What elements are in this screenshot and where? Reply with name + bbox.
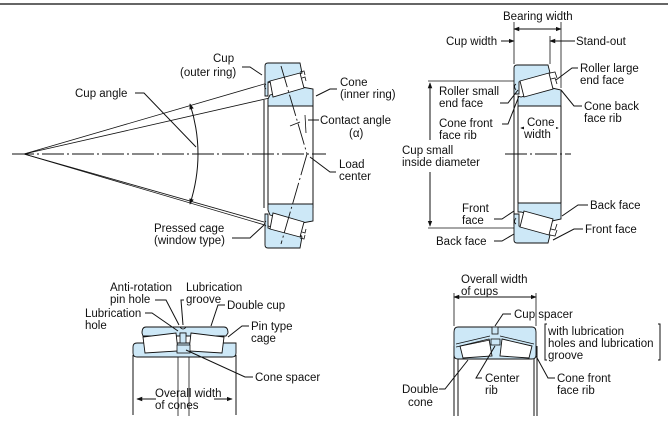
cup-upper	[264, 62, 303, 97]
label-cone-front-face-rib-2-sub: face rib	[557, 385, 595, 397]
roller-right-2	[499, 338, 533, 359]
roller-lower	[269, 212, 305, 238]
panel-single-row: Cup (outer ring) Cup angle Cone (inner r…	[12, 53, 396, 249]
cup-lower	[264, 213, 303, 249]
lubrication-groove-shape	[179, 326, 187, 330]
label-cup-sub: (outer ring)	[180, 67, 236, 79]
cone-lower-2	[517, 202, 562, 222]
label-cone-width: Cone	[527, 117, 555, 129]
label-roller-large-end: Roller large	[580, 63, 639, 75]
label-lub-groove-sub: groove	[186, 294, 221, 306]
label-cup-spacer: Cup spacer	[514, 309, 573, 321]
label-overall-cups: Overall width	[461, 274, 527, 286]
label-back-face-right: Back face	[590, 200, 641, 212]
label-front-face-left-sub: face	[462, 215, 484, 227]
label-anti-rotation: Anti-rotation	[110, 282, 172, 294]
cup-angle-arc	[189, 103, 199, 205]
label-load-sub: center	[339, 171, 371, 183]
cup-lower-2	[513, 213, 551, 244]
label-roller-small-end: Roller small	[439, 86, 499, 98]
label-lub-hole-sub: hole	[85, 320, 107, 332]
cup-spacer-shape	[491, 326, 499, 335]
upper-section	[264, 62, 314, 107]
apex-lines	[23, 72, 303, 237]
cone-spacer-shape	[176, 344, 191, 354]
label-lub-groove: Lubrication	[186, 282, 242, 294]
label-anti-rotation-sub: pin hole	[110, 294, 150, 306]
lower-section	[264, 203, 314, 249]
roller-left-2	[459, 338, 493, 359]
label-double-cup: Double cup	[227, 300, 285, 312]
label-cone: Cone	[340, 77, 368, 89]
label-cone-width-sub: width	[523, 129, 551, 141]
label-bearing-width: Bearing width	[503, 11, 573, 23]
cup-upper-2	[513, 64, 551, 95]
cone-lower	[267, 203, 314, 224]
label-front-face-right: Front face	[585, 224, 637, 236]
panel-double-cone: Overall width of cups Cup spacer with lu…	[402, 274, 661, 416]
panel-double-cup: Anti-rotation pin hole Lubrication groov…	[85, 282, 320, 416]
label-load: Load	[339, 159, 365, 171]
label-cup: Cup	[213, 53, 234, 65]
label-center-rib-sub: rib	[485, 385, 498, 397]
label-contact-angle: Contact angle	[320, 115, 391, 127]
label-lub-hole: Lubrication	[85, 308, 141, 320]
label-cone-back-face-rib-sub: face rib	[584, 113, 622, 125]
label-cone-sub: (inner ring)	[340, 89, 396, 101]
label-cone-back-face-rib: Cone back	[584, 101, 639, 113]
label-cup-small-id-sub: inside diameter	[402, 157, 480, 169]
label-contact-angle-sub: (α)	[349, 128, 363, 140]
label-cone-front-face-rib: Cone front	[439, 118, 494, 130]
roller-upper-2	[519, 72, 554, 98]
label-pressed-cage: Pressed cage	[154, 223, 224, 235]
cone-upper	[267, 86, 314, 107]
label-pin-type-cage-sub: cage	[251, 333, 276, 345]
label-cone-front-face-rib-sub: face rib	[439, 130, 477, 142]
label-cup-width: Cup width	[446, 36, 497, 48]
label-roller-large-end-sub: end face	[580, 75, 624, 87]
label-front-face-left: Front	[462, 203, 490, 215]
label-pressed-cage-sub: (window type)	[154, 235, 225, 247]
label-overall-cups-sub: of cups	[461, 286, 498, 298]
label-pin-type-cage: Pin type	[251, 321, 293, 333]
label-bracket-note-2: holes and lubrication	[548, 338, 654, 350]
label-cone-front-face-rib-2: Cone front	[557, 373, 612, 385]
label-double-cone: Double	[402, 384, 438, 396]
label-stand-out: Stand-out	[576, 36, 627, 48]
label-cup-angle: Cup angle	[75, 88, 127, 100]
roller-right	[188, 332, 225, 354]
label-bracket-note-3: groove	[548, 350, 583, 362]
label-back-face-left: Back face	[436, 236, 487, 248]
label-center-rib: Center	[485, 373, 520, 385]
label-overall-cones-sub: of cones	[155, 400, 199, 412]
label-cone-spacer: Cone spacer	[255, 372, 320, 384]
label-roller-small-end-sub: end face	[439, 98, 483, 110]
panel-nomenclature: Bearing width Cup width Stand-out Cup sm…	[402, 11, 641, 248]
roller-lower-2	[519, 210, 554, 236]
roller-left	[142, 332, 179, 354]
label-bracket-note-1: with lubrication	[547, 326, 624, 338]
bracket-right	[658, 323, 661, 361]
bracket-left	[544, 323, 547, 361]
center-rib-shape	[490, 338, 501, 346]
label-cup-small-id: Cup small	[402, 145, 453, 157]
label-overall-cones: Overall width	[155, 388, 221, 400]
label-double-cone-sub: cone	[408, 397, 433, 409]
